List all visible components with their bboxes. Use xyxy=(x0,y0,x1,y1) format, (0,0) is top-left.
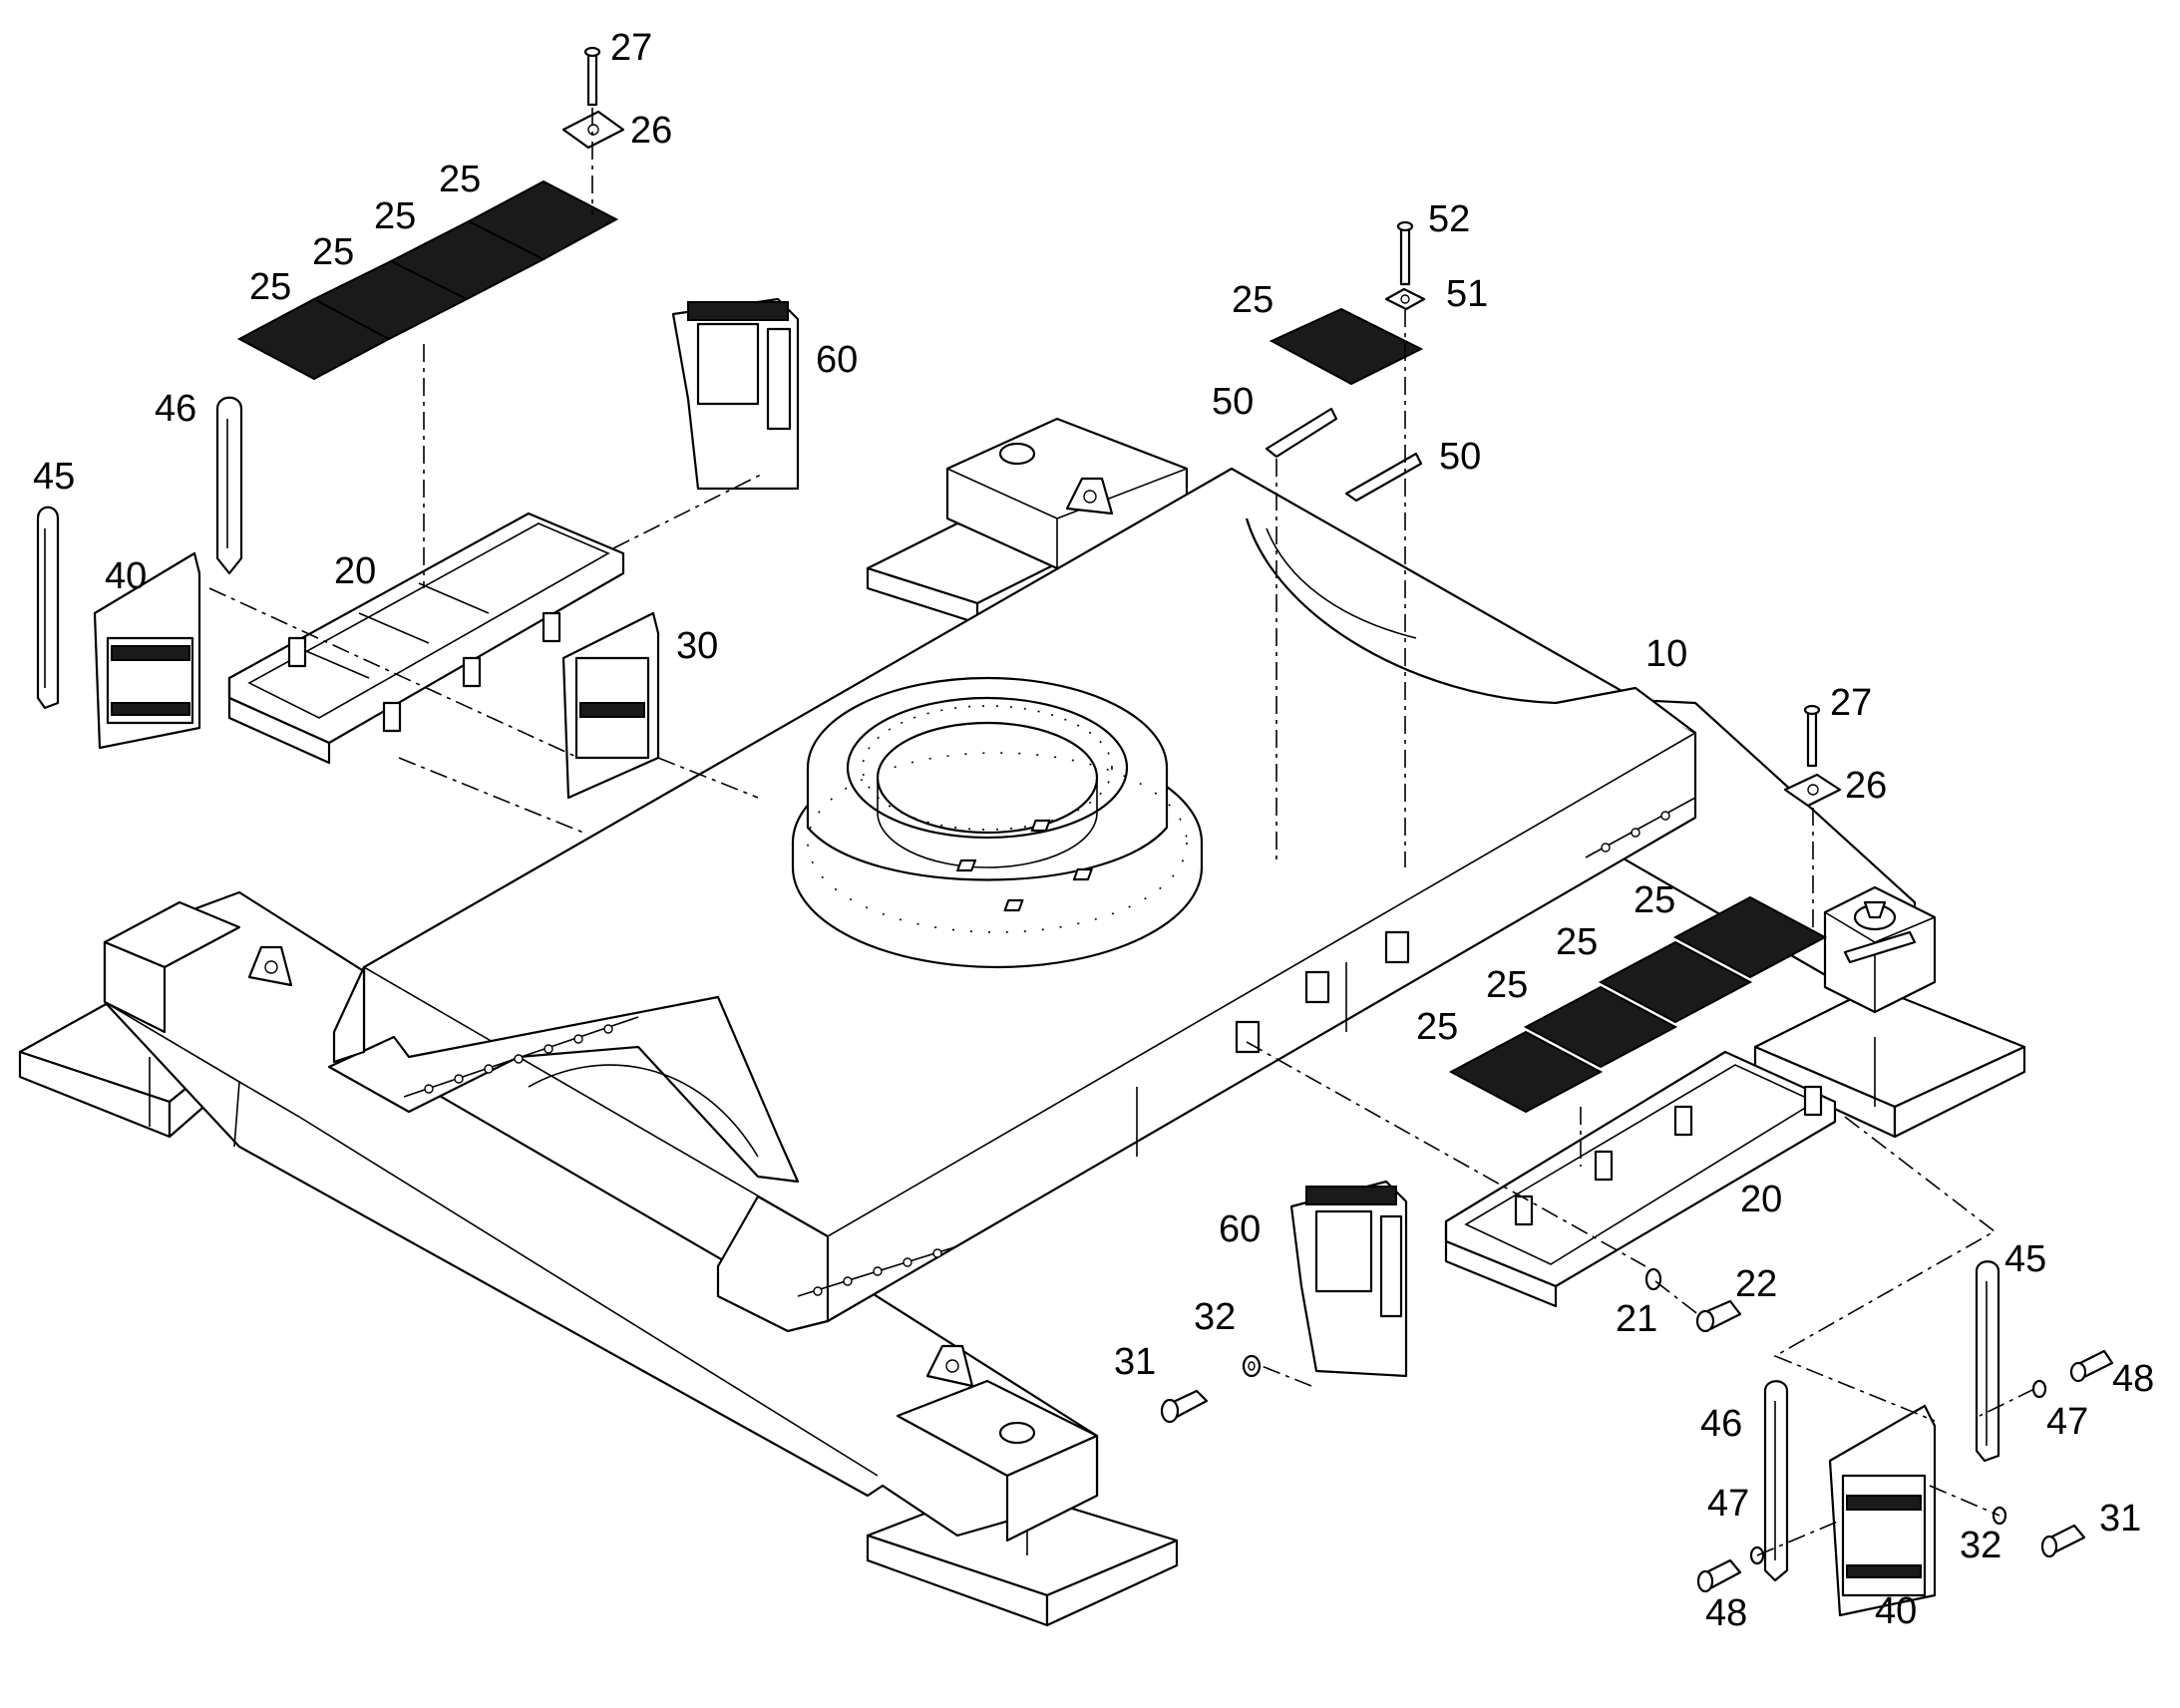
callout-c21: 25 xyxy=(1634,879,1675,921)
callout-c15: 25 xyxy=(1232,279,1273,321)
callout-c33: 47 xyxy=(2046,1401,2088,1443)
callout-c25: 20 xyxy=(1740,1179,1782,1220)
callout-c32: 48 xyxy=(2112,1358,2154,1400)
callout-c4: 25 xyxy=(374,195,416,237)
callout-c6: 25 xyxy=(249,266,291,308)
callout-c20: 26 xyxy=(1845,765,1887,807)
callout-c18: 10 xyxy=(1645,633,1687,675)
callout-c5: 25 xyxy=(312,231,354,273)
callout-c27: 32 xyxy=(1194,1296,1236,1338)
left-platform-group xyxy=(36,297,800,800)
callout-c30: 22 xyxy=(1735,1263,1777,1305)
left-floor-mats xyxy=(236,179,619,381)
callout-c26: 60 xyxy=(1219,1208,1261,1250)
undercarriage-frame xyxy=(18,417,2026,1627)
callout-c2: 26 xyxy=(630,110,672,152)
fasteners xyxy=(1160,1267,2114,1593)
callout-c29: 21 xyxy=(1616,1298,1657,1340)
callout-c36: 31 xyxy=(2099,1498,2141,1539)
callout-labels: 27 26 25 25 25 25 60 46 45 40 20 30 52 5… xyxy=(33,27,2154,1634)
callout-c3: 25 xyxy=(439,159,481,200)
callout-c23: 25 xyxy=(1486,964,1528,1006)
callout-c22: 25 xyxy=(1556,921,1598,963)
callout-c19: 27 xyxy=(1830,682,1872,724)
callout-c13: 52 xyxy=(1428,198,1470,240)
flange-bolts xyxy=(403,797,1696,1297)
callout-c38: 48 xyxy=(1705,1592,1747,1634)
callout-c24: 25 xyxy=(1416,1006,1458,1048)
callout-c7: 60 xyxy=(816,339,858,381)
callout-c14: 51 xyxy=(1446,273,1488,315)
callout-c17: 50 xyxy=(1439,436,1481,478)
callout-c31: 45 xyxy=(2004,1238,2046,1280)
callout-c10: 40 xyxy=(105,555,147,597)
right-platform-group xyxy=(1289,704,2000,1617)
callout-c8: 46 xyxy=(155,388,196,430)
callout-c28: 31 xyxy=(1114,1341,1156,1383)
callout-c12: 30 xyxy=(676,625,718,667)
callout-c16: 50 xyxy=(1212,381,1254,423)
callout-c35: 47 xyxy=(1707,1483,1749,1525)
right-floor-mats xyxy=(1448,895,1828,1114)
center-top-parts xyxy=(1265,220,1426,503)
callout-c11: 20 xyxy=(334,550,376,592)
callout-c34: 46 xyxy=(1700,1403,1742,1445)
callout-c1: 27 xyxy=(610,27,652,69)
bolt-26-27-left xyxy=(561,46,625,150)
slewing-ring xyxy=(791,676,1204,969)
assembly-centerlines xyxy=(208,108,2035,1556)
callout-c39: 40 xyxy=(1875,1590,1917,1632)
callout-c37: 32 xyxy=(1960,1525,2001,1566)
callout-c9: 45 xyxy=(33,456,75,498)
